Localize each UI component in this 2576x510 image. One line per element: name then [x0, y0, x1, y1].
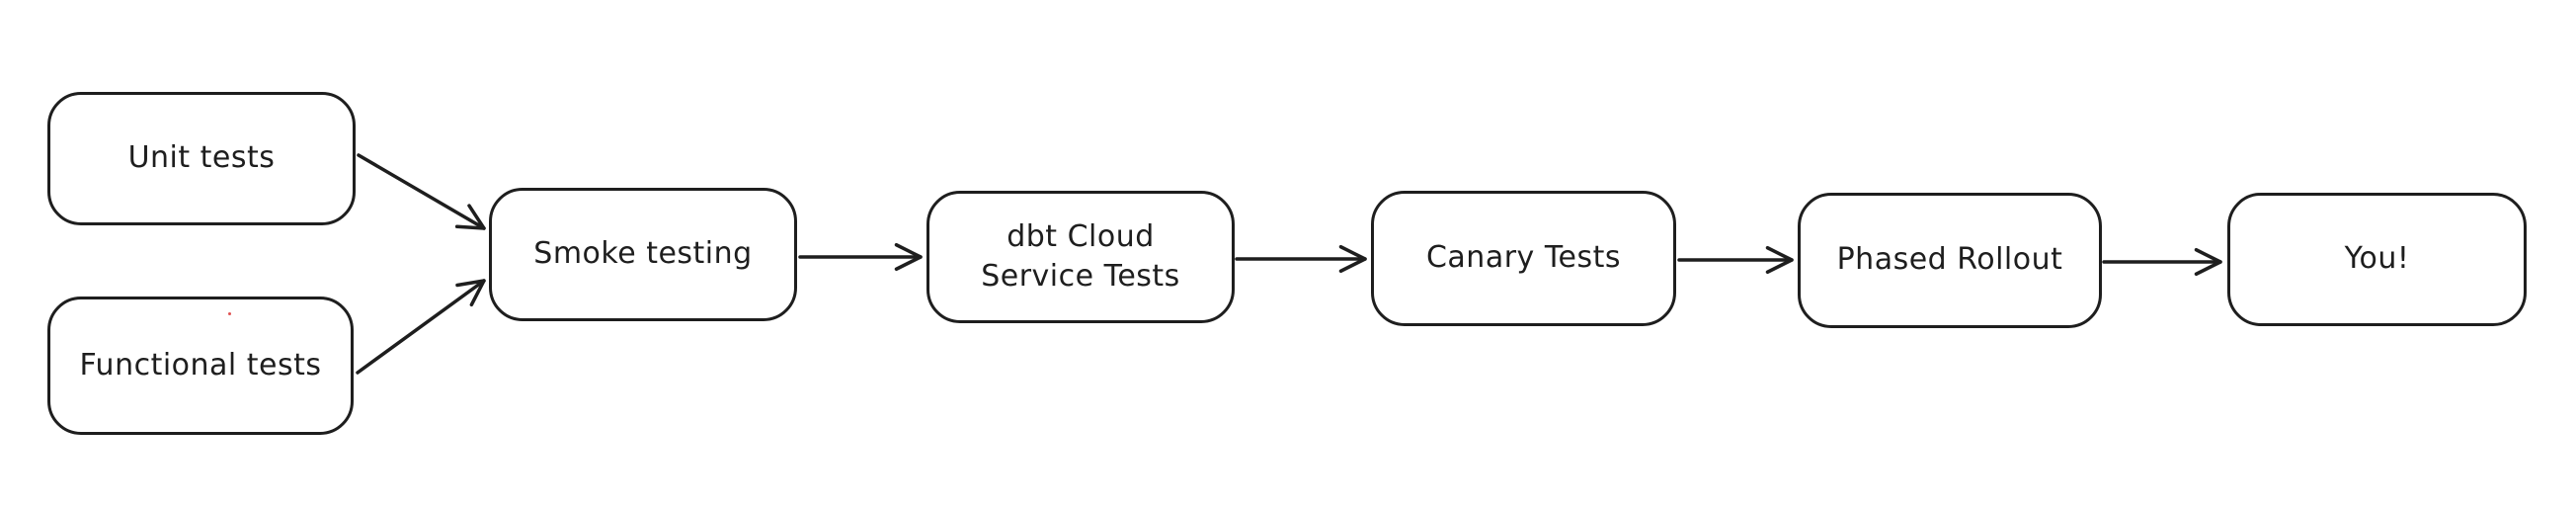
node-unit-tests-label: Unit tests	[127, 140, 276, 176]
node-unit-tests: Unit tests	[47, 92, 356, 225]
node-canary-tests: Canary Tests	[1371, 191, 1676, 326]
node-functional-tests-label: Functional tests	[79, 347, 322, 382]
node-canary-tests-label: Canary Tests	[1425, 240, 1622, 276]
node-you: You!	[2227, 193, 2527, 326]
node-smoke-testing: Smoke testing	[489, 188, 797, 321]
node-phased-rollout-label: Phased Rollout	[1836, 242, 2063, 278]
node-phased-rollout: Phased Rollout	[1798, 193, 2102, 328]
edge-functional-tests-to-smoke-testing-arrow	[356, 279, 486, 375]
edge-unit-tests-to-smoke-testing-arrow	[357, 153, 486, 230]
node-functional-tests: Functional tests	[47, 297, 354, 435]
stray-red-dot	[228, 312, 231, 315]
node-dbt-cloud-service-tests-label: dbt Cloud Service Tests	[981, 218, 1180, 295]
node-you-label: You!	[2344, 241, 2410, 277]
node-dbt-cloud-service-tests: dbt Cloud Service Tests	[926, 191, 1235, 323]
node-smoke-testing-label: Smoke testing	[533, 236, 753, 272]
